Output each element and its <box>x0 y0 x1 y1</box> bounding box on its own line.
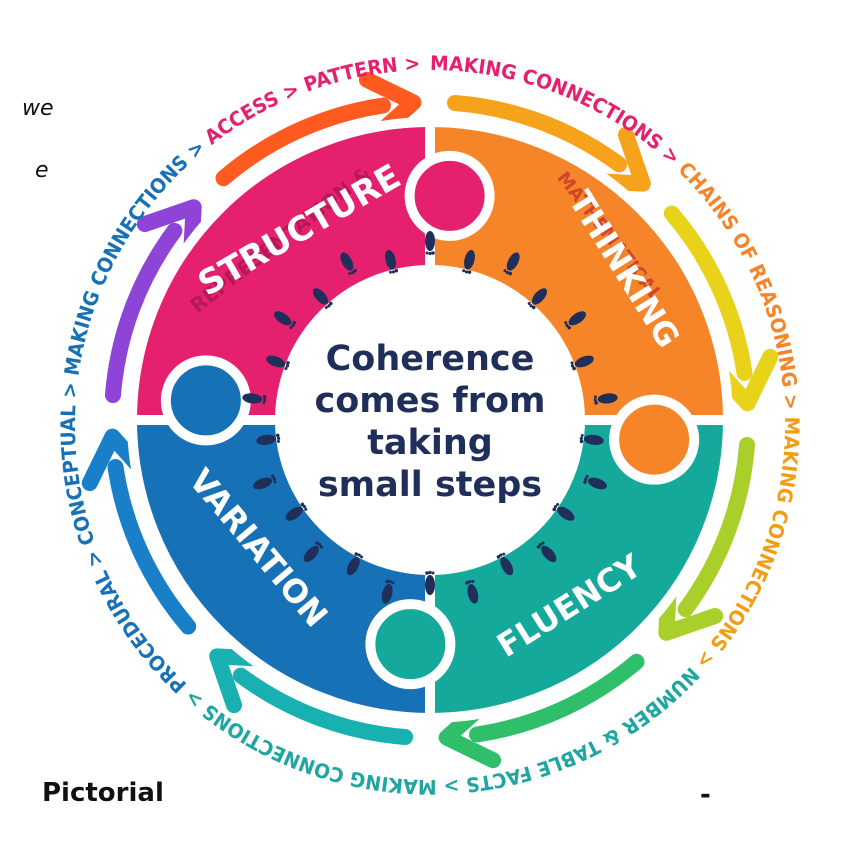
center-line-4: small steps <box>318 465 542 505</box>
footprint <box>583 474 607 490</box>
footprint <box>303 541 324 563</box>
footprints-trail <box>242 231 618 604</box>
footprint <box>346 552 364 576</box>
cycle-arrow-shaft <box>232 667 414 746</box>
footprint <box>425 231 435 256</box>
puzzle-tab <box>365 599 456 690</box>
cycle-arrow-shaft <box>663 205 753 381</box>
footprint <box>385 250 399 274</box>
footprint <box>340 252 357 276</box>
footprint <box>273 311 297 330</box>
center-line-3: taking <box>367 423 493 463</box>
cycle-arrow-shaft <box>104 222 183 404</box>
footprint <box>253 474 277 490</box>
trailing-dash: - <box>700 780 711 810</box>
cycle-arrow-shaft <box>446 94 628 173</box>
center-message: Coherence comes from taking small steps <box>314 339 545 505</box>
footprint <box>503 252 520 276</box>
puzzle-tab <box>404 150 495 241</box>
center-line-1: Coherence <box>326 339 535 379</box>
footprint <box>593 393 618 405</box>
footprint <box>496 552 514 576</box>
puzzle-pieces <box>127 117 733 723</box>
footprint <box>527 288 548 310</box>
cycle-arrow-shaft <box>677 436 756 618</box>
footprint <box>570 355 594 371</box>
footprint <box>536 541 557 563</box>
center-circle <box>280 270 580 570</box>
footprint <box>242 393 267 405</box>
footprint <box>465 579 479 604</box>
footprint <box>266 355 290 371</box>
footprint <box>256 433 281 445</box>
footprint <box>564 311 587 330</box>
cropped-text-fragment-2: e <box>35 158 49 183</box>
cycle-arrow-shaft <box>469 653 645 743</box>
cycle-arrow-shaft <box>215 97 391 187</box>
footprint <box>552 502 575 521</box>
footprint <box>285 502 308 521</box>
footprint <box>425 570 435 595</box>
footprint <box>312 288 333 309</box>
puzzle-tab <box>160 355 251 446</box>
footprint <box>381 579 395 604</box>
footprint <box>462 250 475 274</box>
puzzle-tab <box>609 394 700 485</box>
pictorial-label: Pictorial <box>42 778 164 808</box>
footprint <box>579 433 604 445</box>
cycle-arrow-shaft <box>107 459 197 635</box>
center-line-2: comes from <box>314 381 545 421</box>
cropped-text-fragment-1: we <box>22 96 54 121</box>
